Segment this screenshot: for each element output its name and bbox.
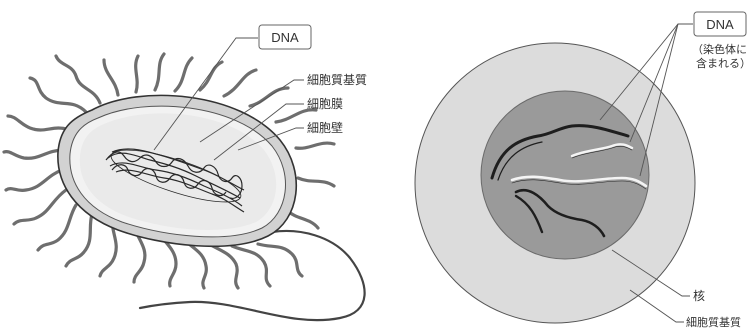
- cell-wall-label: 細胞壁: [307, 120, 343, 135]
- nucleus: [481, 91, 649, 259]
- eukaryotic-cell: DNA （染色体に 含まれる） 核 細胞質基質: [415, 12, 751, 329]
- cytoplasm-label: 細胞質基質: [686, 315, 741, 329]
- cell-membrane-label: 細胞膜: [307, 97, 343, 111]
- cytoplasm-label: 細胞質基質: [307, 72, 367, 87]
- nucleus-label: 核: [693, 289, 705, 303]
- prokaryotic-cell: DNA 細胞質基質 細胞膜 細胞壁: [4, 25, 367, 320]
- dna-note-line-1: （染色体に: [692, 42, 747, 56]
- dna-label: DNA: [271, 30, 299, 45]
- dna-label: DNA: [706, 17, 734, 32]
- dna-note-line-2: 含まれる）: [696, 56, 751, 70]
